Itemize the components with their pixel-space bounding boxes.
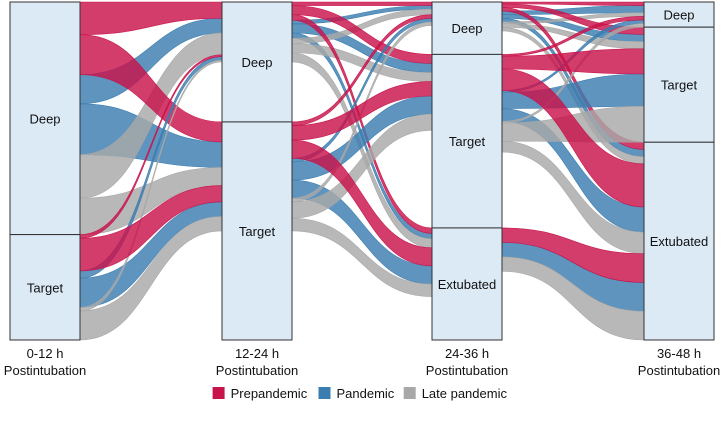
node-label-2-deep: Deep [451, 21, 482, 36]
column-label-3-line1: 36-48 h [657, 346, 701, 361]
column-label-1-line2: Postintubation [216, 363, 298, 378]
node-label-0-deep: Deep [29, 111, 60, 126]
column-label-0-line2: Postintubation [4, 363, 86, 378]
column-label-3-line2: Postintubation [638, 363, 720, 378]
column-label-2-line1: 24-36 h [445, 346, 489, 361]
legend-label-2: Late pandemic [422, 386, 508, 401]
node-1-deep [221, 1, 293, 123]
node-3-extubated [643, 141, 715, 341]
node-label-1-deep: Deep [241, 55, 272, 70]
node-2-target [431, 53, 503, 229]
node-3-deep [643, 1, 715, 28]
state-nodes: DeepTargetDeepTargetDeepTargetExtubatedD… [9, 1, 715, 341]
node-label-3-extubated: Extubated [650, 234, 709, 249]
column-labels: 0-12 h Postintubation 12-24 h Postintubatio… [4, 346, 720, 378]
flow-1-deep-deep-pre [291, 1, 433, 6]
node-3-target [643, 26, 715, 143]
legend-label-0: Prepandemic [231, 386, 308, 401]
legend: Prepandemic Pandemic Late pandemic [212, 386, 508, 401]
column-label-0-line1: 0-12 h [27, 346, 64, 361]
node-0-target [9, 234, 81, 341]
column-label-1-line1: 12-24 h [235, 346, 279, 361]
flow-2-target-target-pre [501, 48, 645, 75]
flow-links [79, 1, 645, 341]
legend-label-1: Pandemic [337, 386, 395, 401]
node-label-2-target: Target [449, 134, 486, 149]
node-label-3-deep: Deep [663, 8, 694, 23]
legend-swatch-2 [403, 387, 416, 399]
node-2-deep [431, 1, 503, 55]
node-label-3-target: Target [661, 78, 698, 93]
node-label-1-target: Target [239, 224, 276, 239]
node-1-target [221, 121, 293, 341]
node-label-2-extubated: Extubated [438, 277, 497, 292]
column-label-2-line2: Postintubation [426, 363, 508, 378]
node-label-0-target: Target [27, 280, 64, 295]
node-2-extubated [431, 227, 503, 341]
legend-swatch-0 [212, 387, 225, 399]
node-0-deep [9, 1, 81, 236]
legend-swatch-1 [318, 387, 331, 399]
